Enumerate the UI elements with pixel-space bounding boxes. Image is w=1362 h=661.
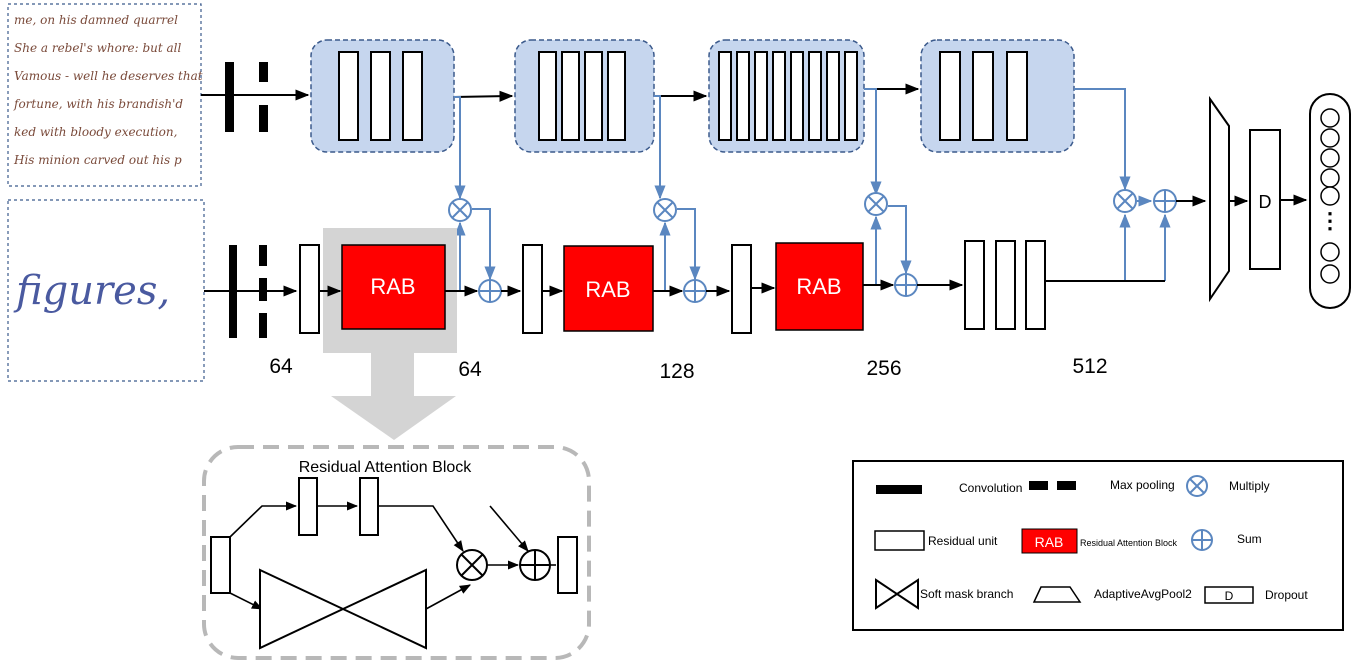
multiply-icon: [864, 192, 888, 216]
top-maxpool-lower: [259, 105, 268, 132]
dropout-label: D: [1259, 192, 1272, 212]
rab-icon: RAB: [1021, 528, 1078, 554]
bottom-maxpool-tail: [259, 313, 267, 338]
rab-block-2: RAB: [563, 245, 654, 332]
sum-icon: [1153, 189, 1177, 213]
rab-label: RAB: [585, 277, 630, 302]
multiply-icon: [653, 198, 677, 222]
head: D ⋮: [1176, 93, 1351, 309]
multiply-icon: [448, 198, 472, 222]
sum-icon: [519, 549, 551, 581]
legend-label: Max pooling: [1110, 478, 1175, 492]
channel-label: 64: [458, 358, 482, 381]
legend-label: Soft mask branch: [920, 587, 1013, 601]
rab-block-3: RAB: [775, 242, 864, 331]
rab-detail-title: Residual Attention Block: [299, 459, 473, 476]
legend-label: Multiply: [1229, 479, 1270, 493]
page-line-2: She a rebel's whore: but all: [14, 41, 182, 55]
legend-label: Dropout: [1265, 588, 1308, 602]
convolution-icon: [876, 485, 922, 494]
bottom-maxpool-lower: [259, 278, 267, 301]
rab-chip-label: RAB: [1035, 534, 1064, 550]
output-ellipsis: ⋮: [1319, 208, 1341, 233]
legend-label: Residual unit: [928, 534, 998, 548]
rab-detail: Residual Attention Block: [202, 445, 591, 660]
residual-unit: [359, 477, 379, 536]
residual-unit: [731, 244, 752, 334]
residual-unit-icon: [874, 530, 925, 551]
bottom-branch: RAB RAB RAB: [204, 228, 1165, 353]
channel-label: 512: [1072, 355, 1107, 378]
residual-unit: [1025, 240, 1046, 330]
residual-unit: [210, 536, 231, 594]
multiply-icon: [1113, 189, 1137, 213]
page-line-5: ked with bloody execution,: [14, 125, 177, 139]
stage-2: [514, 39, 655, 153]
bottom-maxpool-upper: [259, 245, 267, 266]
channel-label: 256: [866, 357, 901, 380]
multiply-icon: [1186, 475, 1208, 497]
attention-ops: [448, 189, 1177, 303]
residual-unit: [557, 536, 578, 594]
channel-label: 128: [659, 360, 694, 383]
rab-block-1: RAB: [341, 244, 446, 330]
legend-label: Residual Attention Block: [1080, 538, 1178, 548]
top-maxpool-upper: [259, 62, 268, 82]
channel-label: 64: [269, 355, 293, 378]
page-line-1: me, on his damned quarrel: [14, 13, 178, 27]
residual-unit: [299, 244, 320, 334]
top-branch: [201, 39, 1131, 191]
residual-unit: [964, 240, 985, 330]
legend-label: AdaptiveAvgPool2: [1094, 587, 1192, 601]
zoom-arrow: [331, 353, 456, 440]
sum-icon: [683, 279, 707, 303]
sum-icon: [478, 279, 502, 303]
max-pooling-icon: [1029, 481, 1076, 490]
legend-label: Convolution: [959, 481, 1022, 495]
channel-labels: 64 64 128 256 512: [269, 355, 1107, 383]
soft-mask-branch: [259, 568, 427, 650]
sum-icon: [1191, 529, 1213, 551]
stage-4: [920, 39, 1075, 153]
page-line-3: Vamous - well he deserves that: [14, 69, 203, 83]
residual-unit: [995, 240, 1016, 330]
adaptive-pool: [1209, 95, 1230, 303]
dropout-chip-label: D: [1225, 589, 1234, 603]
top-convolution: [225, 62, 234, 132]
stage-1: [310, 39, 455, 153]
stage-3: [708, 39, 865, 153]
dropout-icon: D: [1204, 586, 1254, 604]
adaptive-pool-icon: [1032, 586, 1082, 603]
legend-label: Sum: [1237, 532, 1262, 546]
output-layer: ⋮: [1309, 93, 1351, 309]
page-line-4: fortune, with his brandish'd: [13, 97, 183, 111]
multiply-icon: [456, 549, 488, 581]
sum-icon: [894, 273, 918, 297]
legend: Convolution Max pooling Multiply Residua…: [852, 460, 1344, 631]
word-text: figures,: [13, 268, 170, 314]
attention-links: [454, 88, 1171, 291]
residual-unit: [522, 244, 543, 334]
rab-label: RAB: [796, 274, 841, 299]
word-sample: figures,: [7, 199, 205, 382]
soft-mask-icon: [875, 578, 919, 610]
residual-unit: [298, 477, 318, 536]
page-sample: me, on his damned quarrel She a rebel's …: [7, 3, 203, 187]
rab-label: RAB: [370, 274, 415, 299]
page-line-6: His minion carved out his p: [13, 153, 182, 167]
